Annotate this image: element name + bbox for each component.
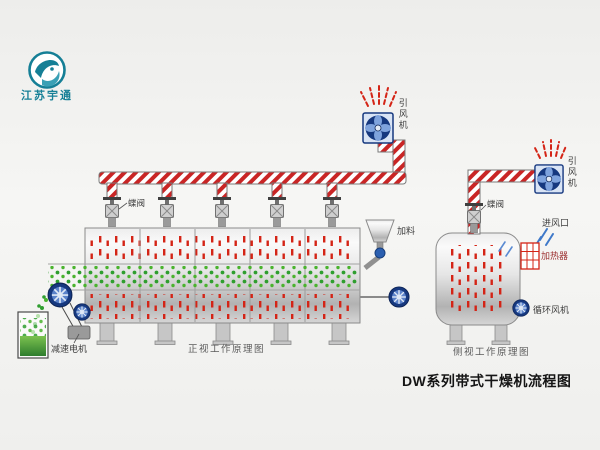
drive-unit [47, 282, 91, 340]
company-logo-icon [28, 51, 66, 89]
exhaust-steam-icon [360, 85, 397, 107]
side-valve-label: 蝶阀 [487, 199, 505, 209]
leader-lines [73, 202, 487, 344]
heater-grid-icon [520, 242, 540, 270]
side-fan-label: 引风机 [566, 156, 577, 189]
feed-hopper-icon [363, 219, 395, 270]
belt-pulley-icon [388, 286, 410, 308]
butterfly-valve-icon [267, 197, 287, 227]
side-dryer-body [435, 232, 521, 345]
butterfly-valve-icon [322, 197, 342, 227]
main-valve-label: 蝶阀 [128, 198, 146, 208]
collection-bin [17, 311, 49, 359]
air-inlet-label: 进风口 [542, 218, 570, 228]
belt-conveyor [48, 263, 360, 291]
induced-fan-icon [534, 164, 564, 194]
feed-label: 加料 [397, 226, 416, 236]
feed-valve-icon [374, 247, 386, 259]
right-pulley [360, 286, 410, 308]
circulation-fan-label: 循环风机 [533, 305, 570, 315]
main-fan-label: 引风机 [397, 98, 408, 131]
company-name: 江苏宇通 [21, 90, 73, 102]
circulation-fan-icon [512, 299, 530, 317]
induced-fan-icon [362, 112, 394, 144]
pipe-manifold [98, 139, 407, 199]
butterfly-valve-icon [212, 197, 232, 227]
motor-label: 减速电机 [51, 344, 88, 354]
side-view-caption: 侧视工作原理图 [453, 347, 531, 358]
front-view-caption: 正视工作原理图 [188, 344, 266, 355]
butterfly-valve-icon [157, 197, 177, 227]
belt-pulley-icon [73, 303, 91, 321]
butterfly-valve-icon [102, 197, 122, 227]
exhaust-steam-icon [533, 139, 567, 159]
diagram-title: DW系列带式干燥机流程图 [402, 373, 572, 389]
gear-motor-icon [67, 325, 91, 340]
belt-pulley-icon [47, 282, 73, 308]
heater-label: 加热器 [541, 251, 569, 261]
